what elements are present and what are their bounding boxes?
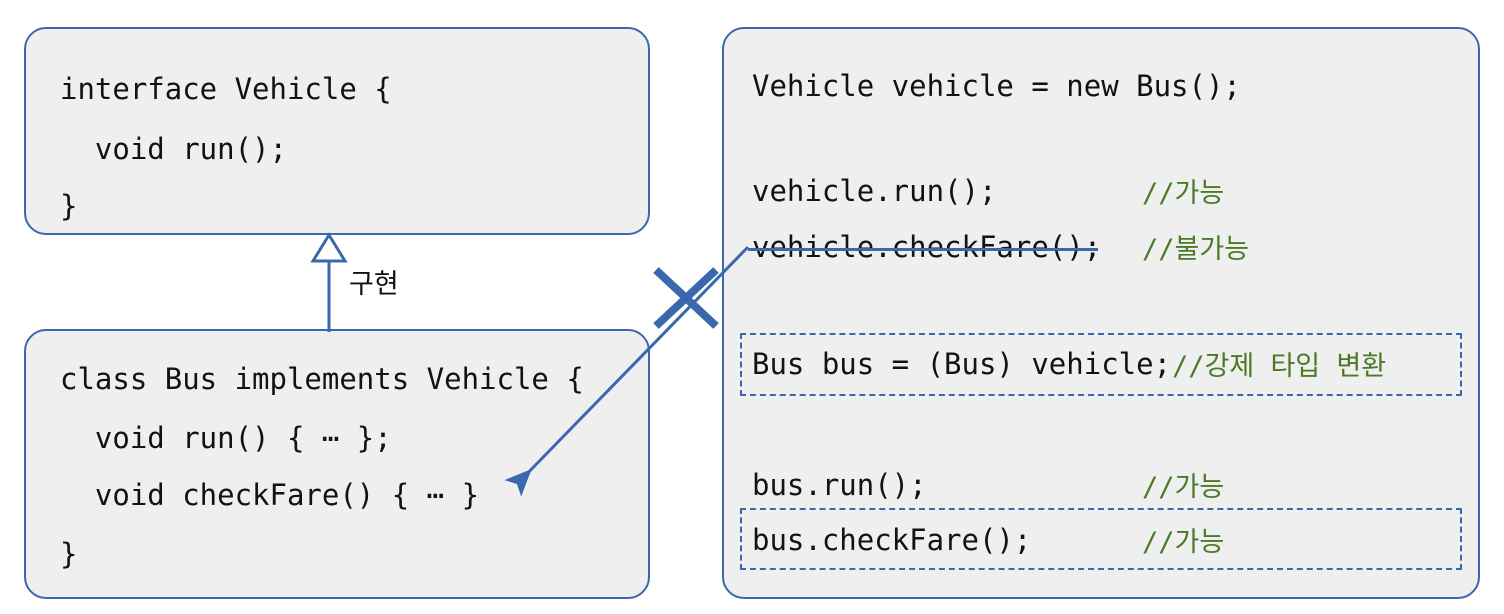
interface-vehicle-panel: interface Vehicle { void run(); } xyxy=(24,27,650,235)
comment-usage-5: //가능 xyxy=(1142,527,1225,558)
code-line-interface-2: } xyxy=(60,189,78,223)
usage-code-panel: Vehicle vehicle = new Bus(); vehicle.run… xyxy=(722,27,1480,599)
code-line-usage-2: vehicle.checkFare(); xyxy=(752,230,1102,264)
comment-usage-4: //가능 xyxy=(1142,472,1225,503)
code-line-usage-5: bus.checkFare(); xyxy=(752,523,1032,557)
uml-relation-label: 구현 xyxy=(349,269,399,300)
highlight-box-bus-checkfare xyxy=(740,508,1462,570)
code-line-usage-4: bus.run(); xyxy=(752,468,927,502)
code-line-class-3: } xyxy=(60,537,78,571)
comment-usage-1: //가능 xyxy=(1142,178,1225,209)
code-line-usage-0: Vehicle vehicle = new Bus(); xyxy=(752,69,1241,103)
comment-usage-3: //강제 타입 변환 xyxy=(1172,351,1387,382)
class-bus-panel: class Bus implements Vehicle { void run(… xyxy=(24,329,650,599)
code-line-interface-1: void run(); xyxy=(60,132,287,166)
blocked-x-icon xyxy=(653,267,719,329)
code-line-interface-0: interface Vehicle { xyxy=(60,72,392,106)
cast-reference-arrow xyxy=(504,245,750,497)
code-line-usage-1: vehicle.run(); xyxy=(752,174,997,208)
strikethrough-bar xyxy=(748,248,1098,251)
code-line-class-2: void checkFare() { ⋯ } xyxy=(60,478,480,512)
code-line-usage-3: Bus bus = (Bus) vehicle; xyxy=(752,347,1172,381)
highlight-box-cast-statement xyxy=(740,333,1462,396)
code-line-class-1: void run() { ⋯ }; xyxy=(60,421,392,455)
uml-generalization-arrow xyxy=(310,232,348,332)
code-line-class-0: class Bus implements Vehicle { xyxy=(60,362,584,396)
comment-usage-2: //불가능 xyxy=(1142,234,1250,265)
